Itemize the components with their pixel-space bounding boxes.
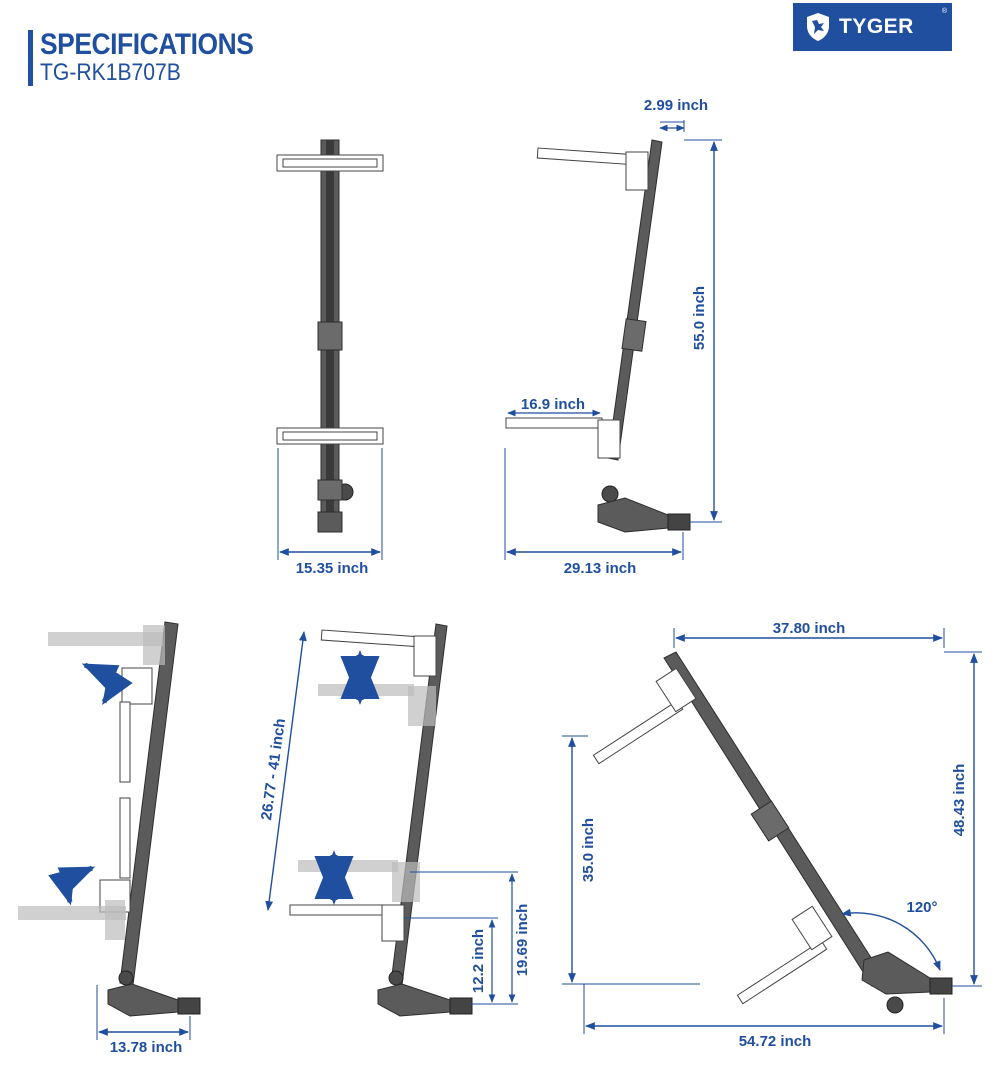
dim-side-width: 29.13 inch [564,560,637,577]
model-number: TG-RK1B707B [40,59,181,86]
tilted-view: 120° 37.80 inch 48.43 inch 35.0 inch 54.… [562,620,982,1050]
adjust-view: 13.78 inch [18,621,201,1056]
dim-tilt-height-right: 48.43 inch [951,764,968,837]
dim-tilt-height-left: 35.0 inch [580,818,597,882]
dim-adjust-high: 19.69 inch [514,904,531,977]
spec-header: SPECIFICATIONS TG-RK1B707B [28,30,282,86]
dim-adjust-width: 13.78 inch [110,1039,183,1056]
dim-side-height: 55.0 inch [691,286,708,350]
brand-registered-mark: ® [941,8,947,15]
adjust-arrow-icon [48,865,96,906]
dim-side-crossbar: 16.9 inch [521,396,585,413]
dim-tilt-angle: 120° [906,899,937,916]
adjust-arrow-icon [81,662,133,705]
dim-front-width: 15.35 inch [296,560,369,577]
dim-tilt-top: 37.80 inch [773,620,846,637]
front-view: 15.35 inch [276,139,384,577]
dim-adjust-low: 12.2 inch [470,929,487,993]
dim-tilt-width: 54.72 inch [739,1033,812,1050]
dim-adjust-range: 26.77 - 41 inch [258,717,289,821]
page-title: SPECIFICATIONS [40,28,254,61]
tyger-logo-icon [807,13,829,41]
brand-logo: TYGER ® [793,3,952,51]
brand-name: TYGER [839,15,914,38]
side-view: 2.99 inch 55.0 inch 16.9 inch 29.13 inch [504,97,722,577]
height-range-view: 26.77 - 41 inch 12.2 inch 19.69 inch [258,623,531,1017]
dim-side-top-offset: 2.99 inch [644,97,708,114]
